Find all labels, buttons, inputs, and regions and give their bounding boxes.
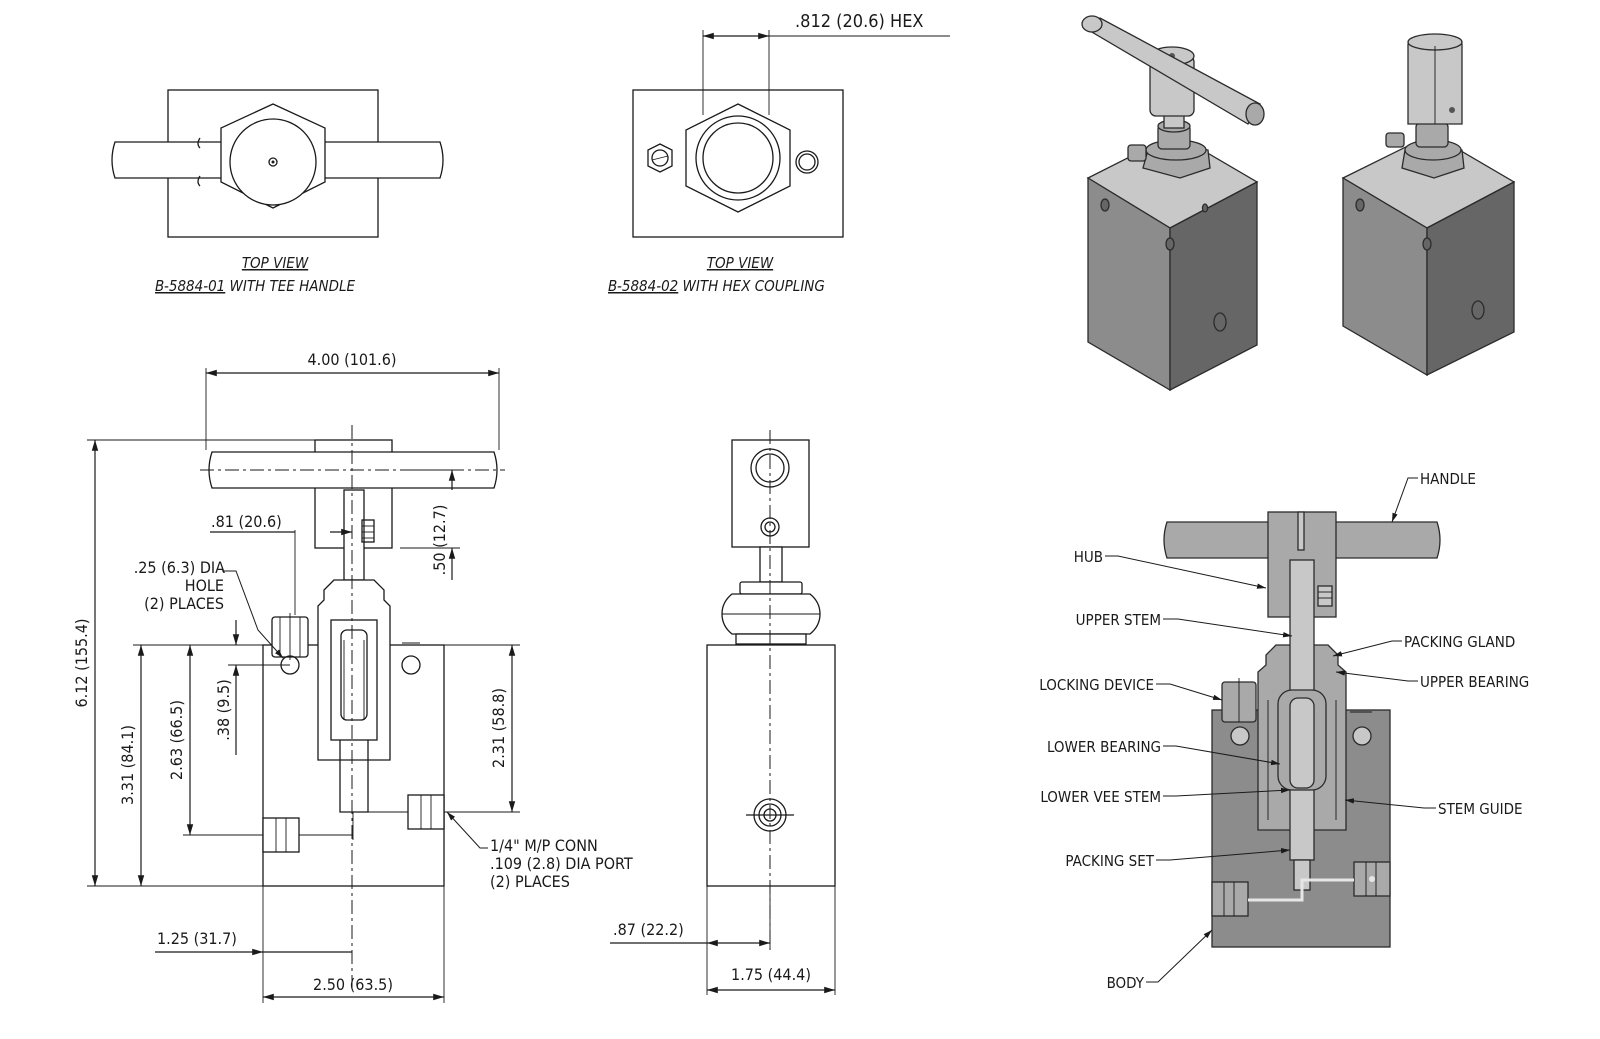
tee-caption-title: TOP VIEW: [242, 254, 309, 272]
dim-width-top: 4.00 (101.6): [307, 350, 396, 369]
hex-caption-part: B-5884-02 WITH HEX COUPLING: [608, 277, 825, 295]
label-packing-set: PACKING SET: [1065, 852, 1154, 870]
dim-side-87: .87 (22.2): [613, 920, 684, 939]
dim-hole-line2: HOLE: [185, 576, 224, 595]
dim-bottom-250: 2.50 (63.5): [313, 975, 393, 994]
label-upper-stem: UPPER STEM: [1076, 611, 1161, 629]
dim-port-height: 2.63 (66.5): [167, 700, 186, 780]
dim-hole-38: .38 (9.5): [214, 679, 233, 741]
hex-caption-title: TOP VIEW: [707, 254, 774, 272]
front-view-dimensions: [87, 368, 520, 1003]
dim-conn-line1: 1/4" M/P CONN: [490, 836, 598, 855]
section-view: [1163, 511, 1441, 948]
label-handle: HANDLE: [1420, 470, 1476, 488]
dim-bottom-125: 1.25 (31.7): [157, 929, 237, 948]
label-lower-vee-stem: LOWER VEE STEM: [1040, 788, 1161, 806]
label-body: BODY: [1107, 974, 1145, 992]
label-lower-bearing: LOWER BEARING: [1047, 738, 1161, 756]
top-view-hex-coupling: [632, 30, 950, 238]
dim-side-175: 1.75 (44.4): [731, 965, 811, 984]
dim-right-231: 2.31 (58.8): [489, 688, 508, 768]
section-leaders: [1105, 477, 1436, 983]
isometric-hex-coupling-valve: [1341, 33, 1516, 377]
label-locking-device: LOCKING DEVICE: [1039, 676, 1154, 694]
tee-caption-part: B-5884-01 WITH TEE HANDLE: [155, 277, 355, 295]
label-hub: HUB: [1074, 548, 1103, 566]
dim-hole-line3: (2) PLACES: [144, 594, 224, 613]
dim-conn-line3: (2) PLACES: [490, 872, 570, 891]
dim-hole-line1: .25 (6.3) DIA: [134, 558, 225, 577]
top-view-tee-handle: [111, 89, 444, 238]
label-packing-gland: PACKING GLAND: [1404, 633, 1515, 651]
dim-body-height: 3.31 (84.1): [118, 725, 137, 805]
side-view: [610, 430, 836, 995]
dim-handle-50: .50 (12.7): [430, 505, 449, 576]
hex-dimension: .812 (20.6) HEX: [795, 11, 924, 32]
isometric-tee-handle-valve: [1081, 15, 1265, 392]
label-upper-bearing: UPPER BEARING: [1420, 673, 1529, 691]
dim-offset-81: .81 (20.6): [211, 512, 282, 531]
front-view: [200, 425, 505, 990]
dim-total-height: 6.12 (155.4): [72, 618, 91, 707]
label-stem-guide: STEM GUIDE: [1438, 800, 1523, 818]
dim-conn-line2: .109 (2.8) DIA PORT: [490, 854, 633, 873]
